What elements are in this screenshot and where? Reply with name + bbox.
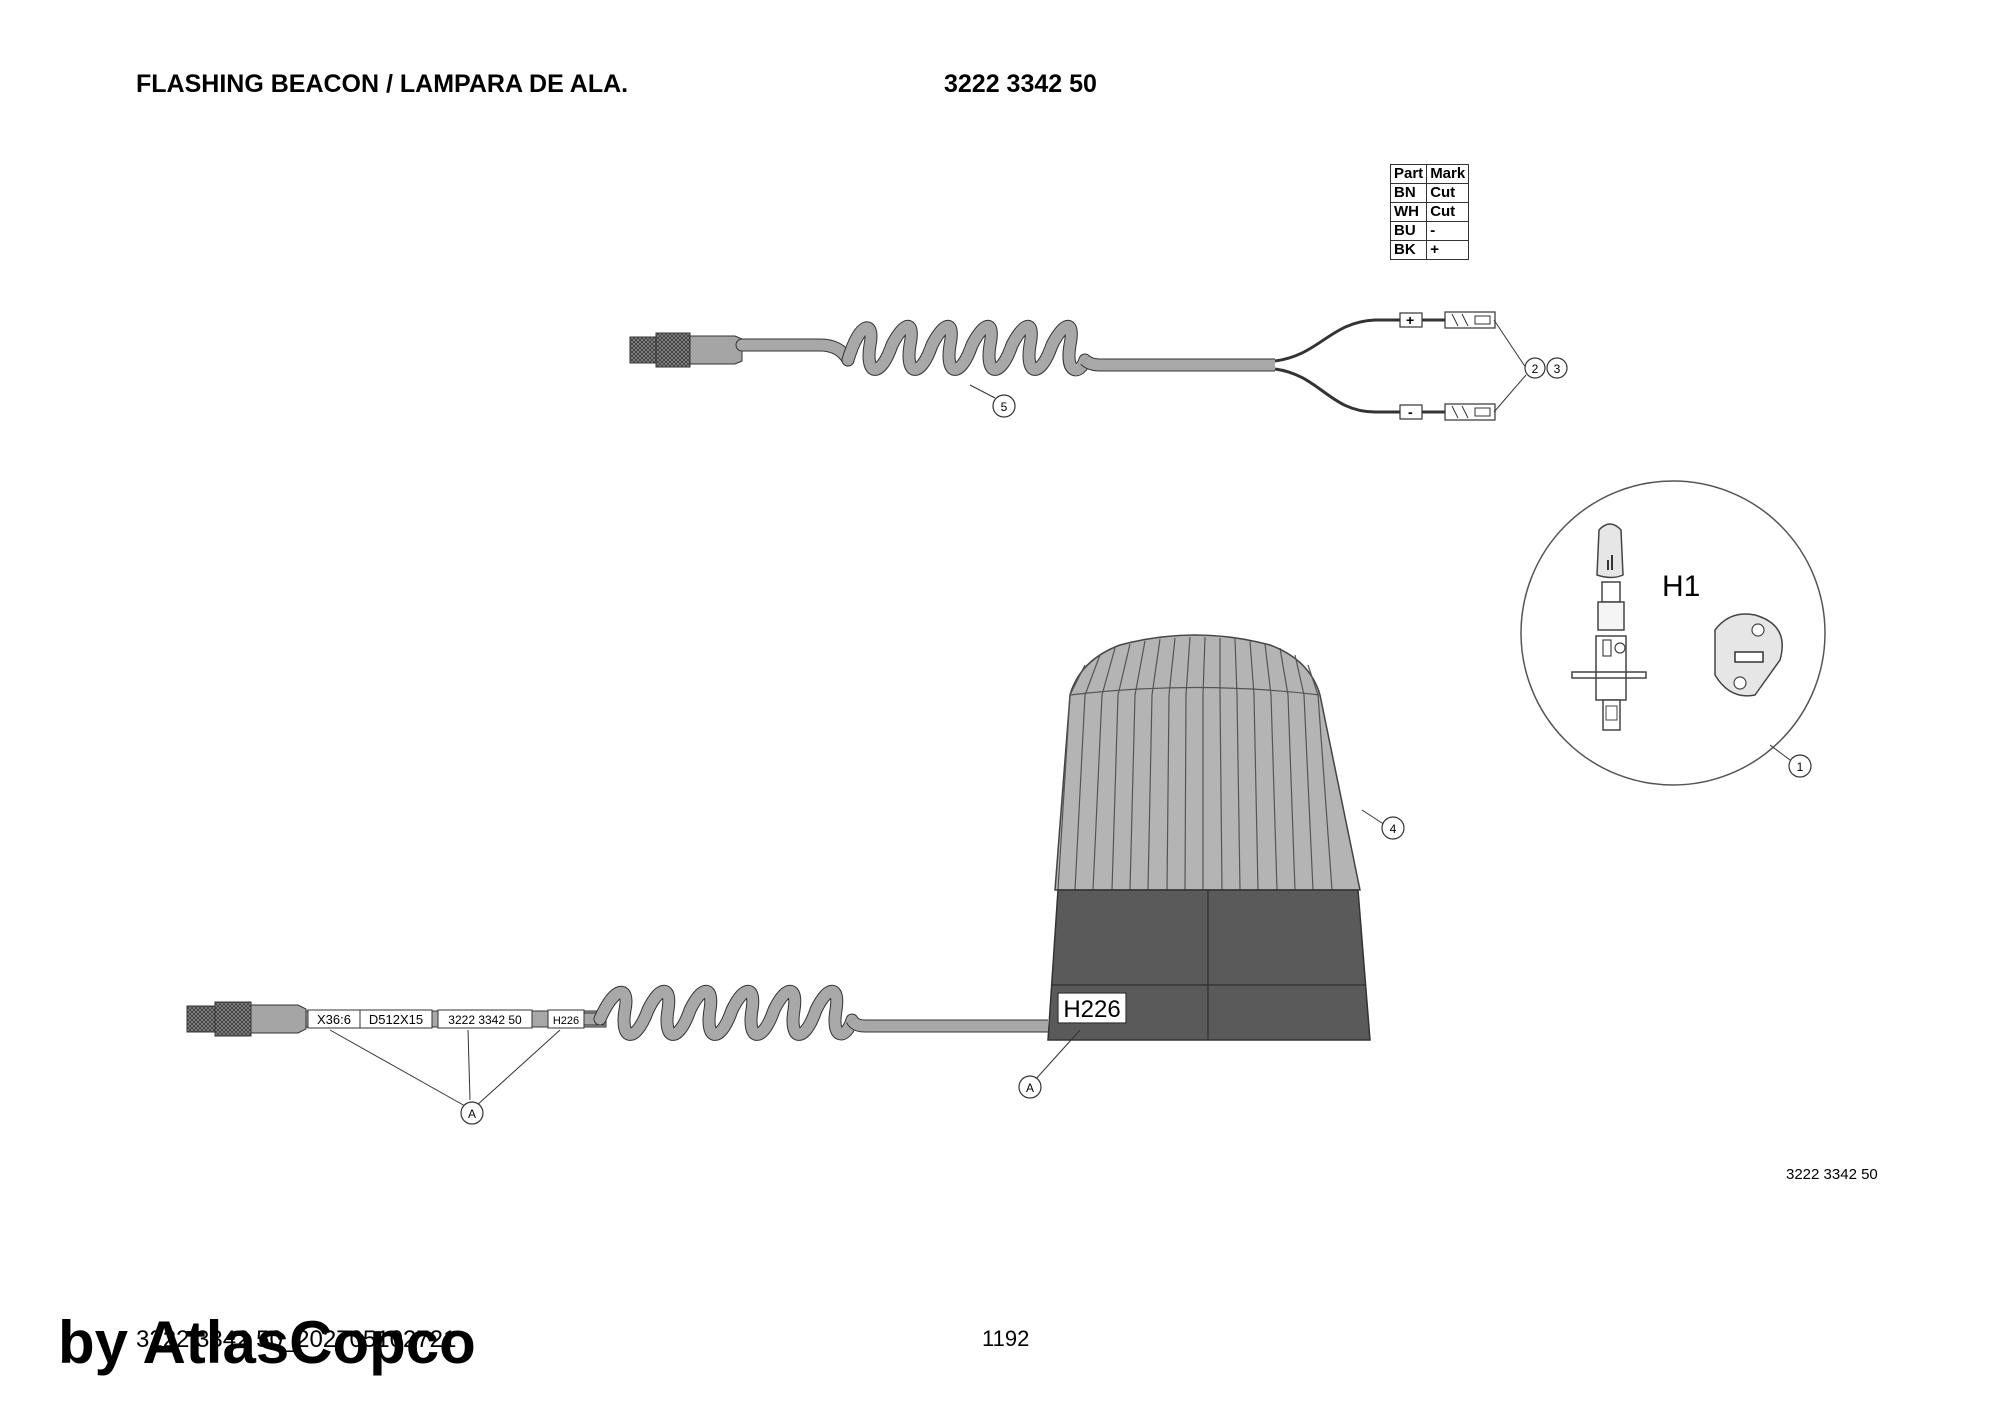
callout-4: 4 xyxy=(1381,816,1405,840)
mark-table-cell: Cut xyxy=(1426,183,1470,203)
mark-table-header-mark: Mark xyxy=(1426,164,1470,184)
svg-text:1: 1 xyxy=(1797,760,1804,774)
lower-connector-nut xyxy=(214,1001,252,1037)
svg-text:3: 3 xyxy=(1554,362,1561,376)
beacon-dome xyxy=(1054,634,1361,891)
callout-2: 2 xyxy=(1524,357,1546,379)
cable-label-3: 3222 3342 50 xyxy=(448,1013,522,1027)
svg-text:5: 5 xyxy=(1001,400,1008,414)
lower-connector-thread xyxy=(186,1005,218,1033)
upper-connector-body xyxy=(689,335,743,365)
callout-3: 3 xyxy=(1546,357,1568,379)
drawing-part-number: 3222 3342 50 xyxy=(944,70,1097,98)
bulb-flange xyxy=(1571,671,1647,679)
cable-label-box-2 xyxy=(359,1009,433,1029)
svg-text:A: A xyxy=(1026,1081,1034,1095)
cable-label-box-3 xyxy=(437,1009,533,1029)
mark-table-cell: Cut xyxy=(1426,202,1470,222)
cable-label-2: D512X15 xyxy=(369,1012,423,1027)
mark-table-row: BK + xyxy=(1389,240,1470,260)
beacon-base xyxy=(1047,889,1371,1041)
cable-label-1: X36:6 xyxy=(317,1012,351,1027)
mark-table-cell: - xyxy=(1426,221,1470,241)
callout-5: 5 xyxy=(992,394,1016,418)
page-number: 1192 xyxy=(982,1326,1030,1351)
svg-text:A: A xyxy=(468,1107,476,1121)
mark-table-cell: BU xyxy=(1389,221,1428,241)
upper-connector-nut xyxy=(655,332,691,368)
wire-plus xyxy=(1274,318,1400,363)
wire-mark-table: Part Mark BN Cut WH Cut BU - BK + xyxy=(1389,164,1470,260)
reference-part-number: 3222 3342 50 xyxy=(1786,1166,1878,1183)
svg-text:2: 2 xyxy=(1532,362,1539,376)
mark-table-row: BU - xyxy=(1389,221,1470,241)
mark-table-cell: BK xyxy=(1389,240,1428,260)
mark-table-cell: + xyxy=(1426,240,1470,260)
mark-table-cell: BN xyxy=(1389,183,1428,203)
bulb-glass xyxy=(1596,523,1624,579)
mark-table-row: WH Cut xyxy=(1389,202,1470,222)
footer-document-code: 3222 3342 50_202705102721 xyxy=(136,1326,457,1353)
callout-a-left: A xyxy=(460,1101,484,1125)
svg-text:4: 4 xyxy=(1390,822,1397,836)
lower-cable-assembly xyxy=(186,984,1081,1107)
plus-mark: + xyxy=(1406,312,1414,328)
beacon-assembly xyxy=(1047,634,1386,1041)
upper-connector-thread xyxy=(629,336,659,364)
bulb-label: H1 xyxy=(1662,570,1700,603)
beacon-label-box: H226 xyxy=(1057,992,1127,1024)
mark-table-header-part: Part xyxy=(1389,164,1428,184)
lower-connector-body xyxy=(250,1004,307,1034)
callout-1: 1 xyxy=(1788,754,1812,778)
wire-minus xyxy=(1274,367,1400,414)
minus-mark: - xyxy=(1408,404,1413,420)
cable-label-4: H226 xyxy=(553,1015,579,1027)
beacon-label: H226 xyxy=(1063,996,1120,1023)
drawing-title: FLASHING BEACON / LAMPARA DE ALA. xyxy=(136,70,629,98)
cable-label-box-4 xyxy=(547,1009,585,1029)
callout-a-right: A xyxy=(1018,1075,1042,1099)
bulb-detail xyxy=(1520,480,1826,786)
mark-table-cell: WH xyxy=(1389,202,1428,222)
watermark-text: by AtlasCopco xyxy=(58,1309,476,1376)
mark-table-row: BN Cut xyxy=(1389,183,1470,203)
upper-cable-assembly: + - xyxy=(629,311,1527,421)
mark-table-header: Part Mark xyxy=(1389,164,1470,184)
